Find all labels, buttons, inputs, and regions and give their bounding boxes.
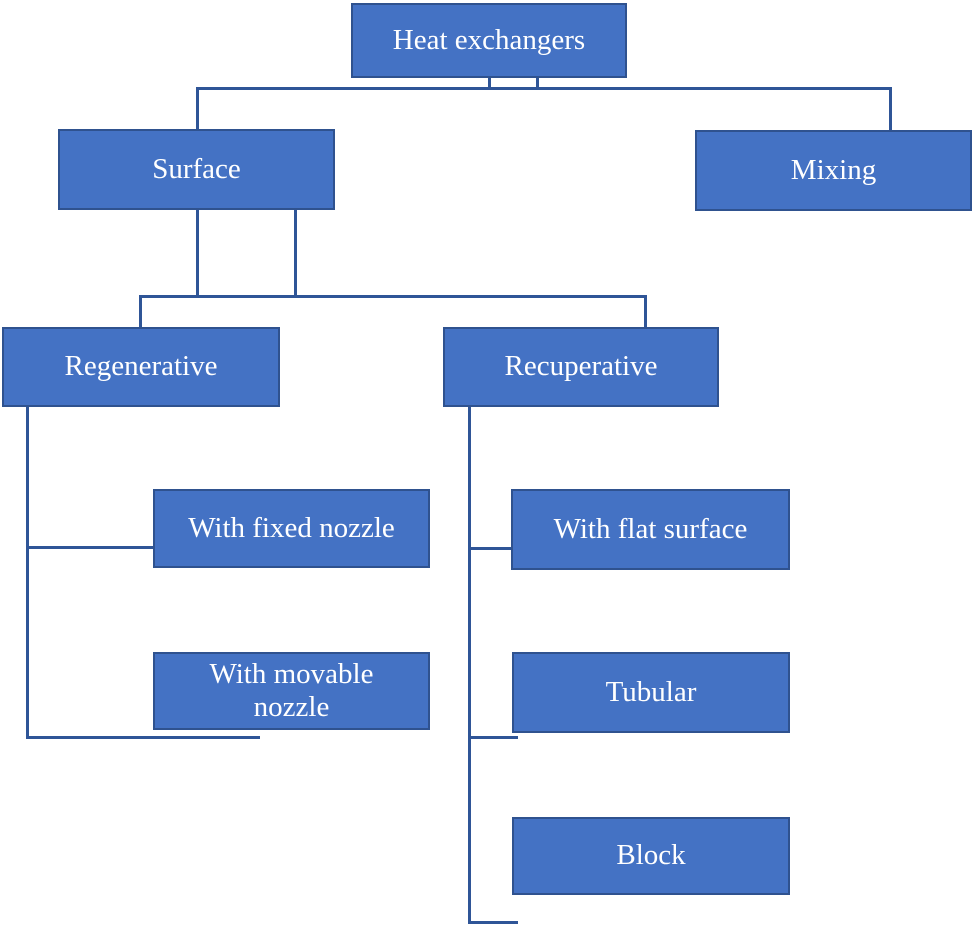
- connector-line: [196, 87, 199, 130]
- connector-line: [644, 295, 647, 328]
- connector-line: [139, 295, 142, 328]
- connector-line: [294, 209, 297, 298]
- node-recuperative-label: Recuperative: [504, 350, 658, 383]
- connector-line: [26, 736, 260, 739]
- connector-line: [468, 406, 471, 924]
- node-regenerative: Regenerative: [2, 327, 280, 407]
- connector-line: [536, 77, 539, 89]
- connector-line: [889, 87, 892, 131]
- node-block: Block: [512, 817, 790, 895]
- node-heat-exchangers: Heat exchangers: [351, 3, 627, 78]
- node-mixing: Mixing: [695, 130, 972, 211]
- node-block-label: Block: [616, 839, 686, 872]
- connector-line: [26, 406, 29, 739]
- node-with-movable-nozzle: With movable nozzle: [153, 652, 430, 730]
- node-tubular: Tubular: [512, 652, 790, 733]
- node-surface: Surface: [58, 129, 335, 210]
- connector-line: [196, 209, 199, 298]
- node-heat-exchangers-label: Heat exchangers: [392, 23, 586, 56]
- node-recuperative: Recuperative: [443, 327, 719, 407]
- node-with-flat-surface-label: With flat surface: [553, 512, 748, 545]
- connector-line: [468, 921, 518, 924]
- connector-line: [139, 295, 647, 298]
- node-tubular-label: Tubular: [605, 675, 697, 708]
- connector-line: [468, 736, 518, 739]
- connector-line: [488, 77, 491, 89]
- node-mixing-label: Mixing: [790, 153, 877, 186]
- connector-line: [26, 546, 154, 549]
- node-with-flat-surface: With flat surface: [511, 489, 790, 570]
- node-with-fixed-nozzle-label: With fixed nozzle: [188, 511, 395, 544]
- node-surface-label: Surface: [152, 152, 241, 185]
- node-regenerative-label: Regenerative: [64, 350, 218, 383]
- connector-line: [196, 87, 892, 90]
- node-with-movable-nozzle-label: With movable nozzle: [209, 657, 374, 723]
- connector-line: [468, 547, 512, 550]
- node-with-fixed-nozzle: With fixed nozzle: [153, 489, 430, 568]
